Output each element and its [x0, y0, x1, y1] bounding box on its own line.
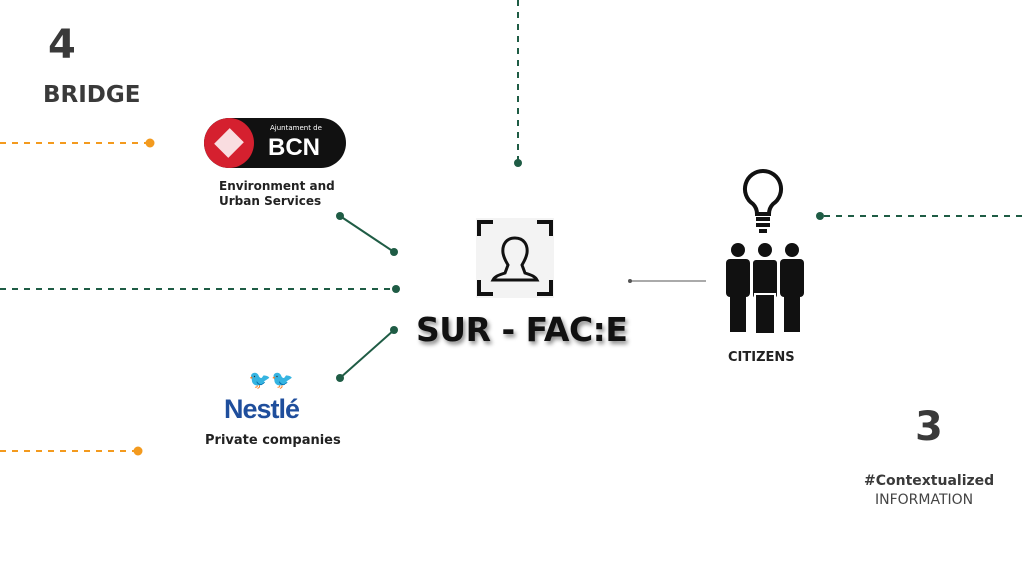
- bcn-caption: Environment and Urban Services: [219, 179, 335, 209]
- step-number-3: 3: [915, 404, 943, 450]
- bcn-shield-icon: [204, 118, 254, 168]
- bcn-caption-line2: Urban Services: [219, 194, 322, 208]
- contextualized-label: #Contextualized: [864, 473, 995, 489]
- bcn-caption-line1: Environment and: [219, 179, 335, 193]
- bcn-logo-small: Ajuntament de: [270, 124, 322, 132]
- bcn-logo: Ajuntament de BCN: [204, 118, 346, 168]
- nestle-nest-icon: 🐦🐦: [248, 370, 294, 391]
- nestle-logo: 🐦🐦 Nestlé: [222, 370, 322, 428]
- citizens-label: CITIZENS: [728, 350, 795, 365]
- step-number-4: 4: [48, 22, 76, 68]
- face-scan-icon: [476, 218, 554, 298]
- information-label: INFORMATION: [875, 492, 974, 508]
- bcn-logo-big: BCN: [268, 134, 320, 161]
- nestle-caption: Private companies: [205, 433, 341, 448]
- center-title: SUR - FAC:E: [416, 310, 628, 349]
- nestle-wordmark: Nestlé: [224, 394, 300, 424]
- lightbulb-icon: [740, 168, 786, 236]
- bridge-label: BRIDGE: [43, 82, 141, 108]
- citizens-group-icon: [724, 242, 806, 335]
